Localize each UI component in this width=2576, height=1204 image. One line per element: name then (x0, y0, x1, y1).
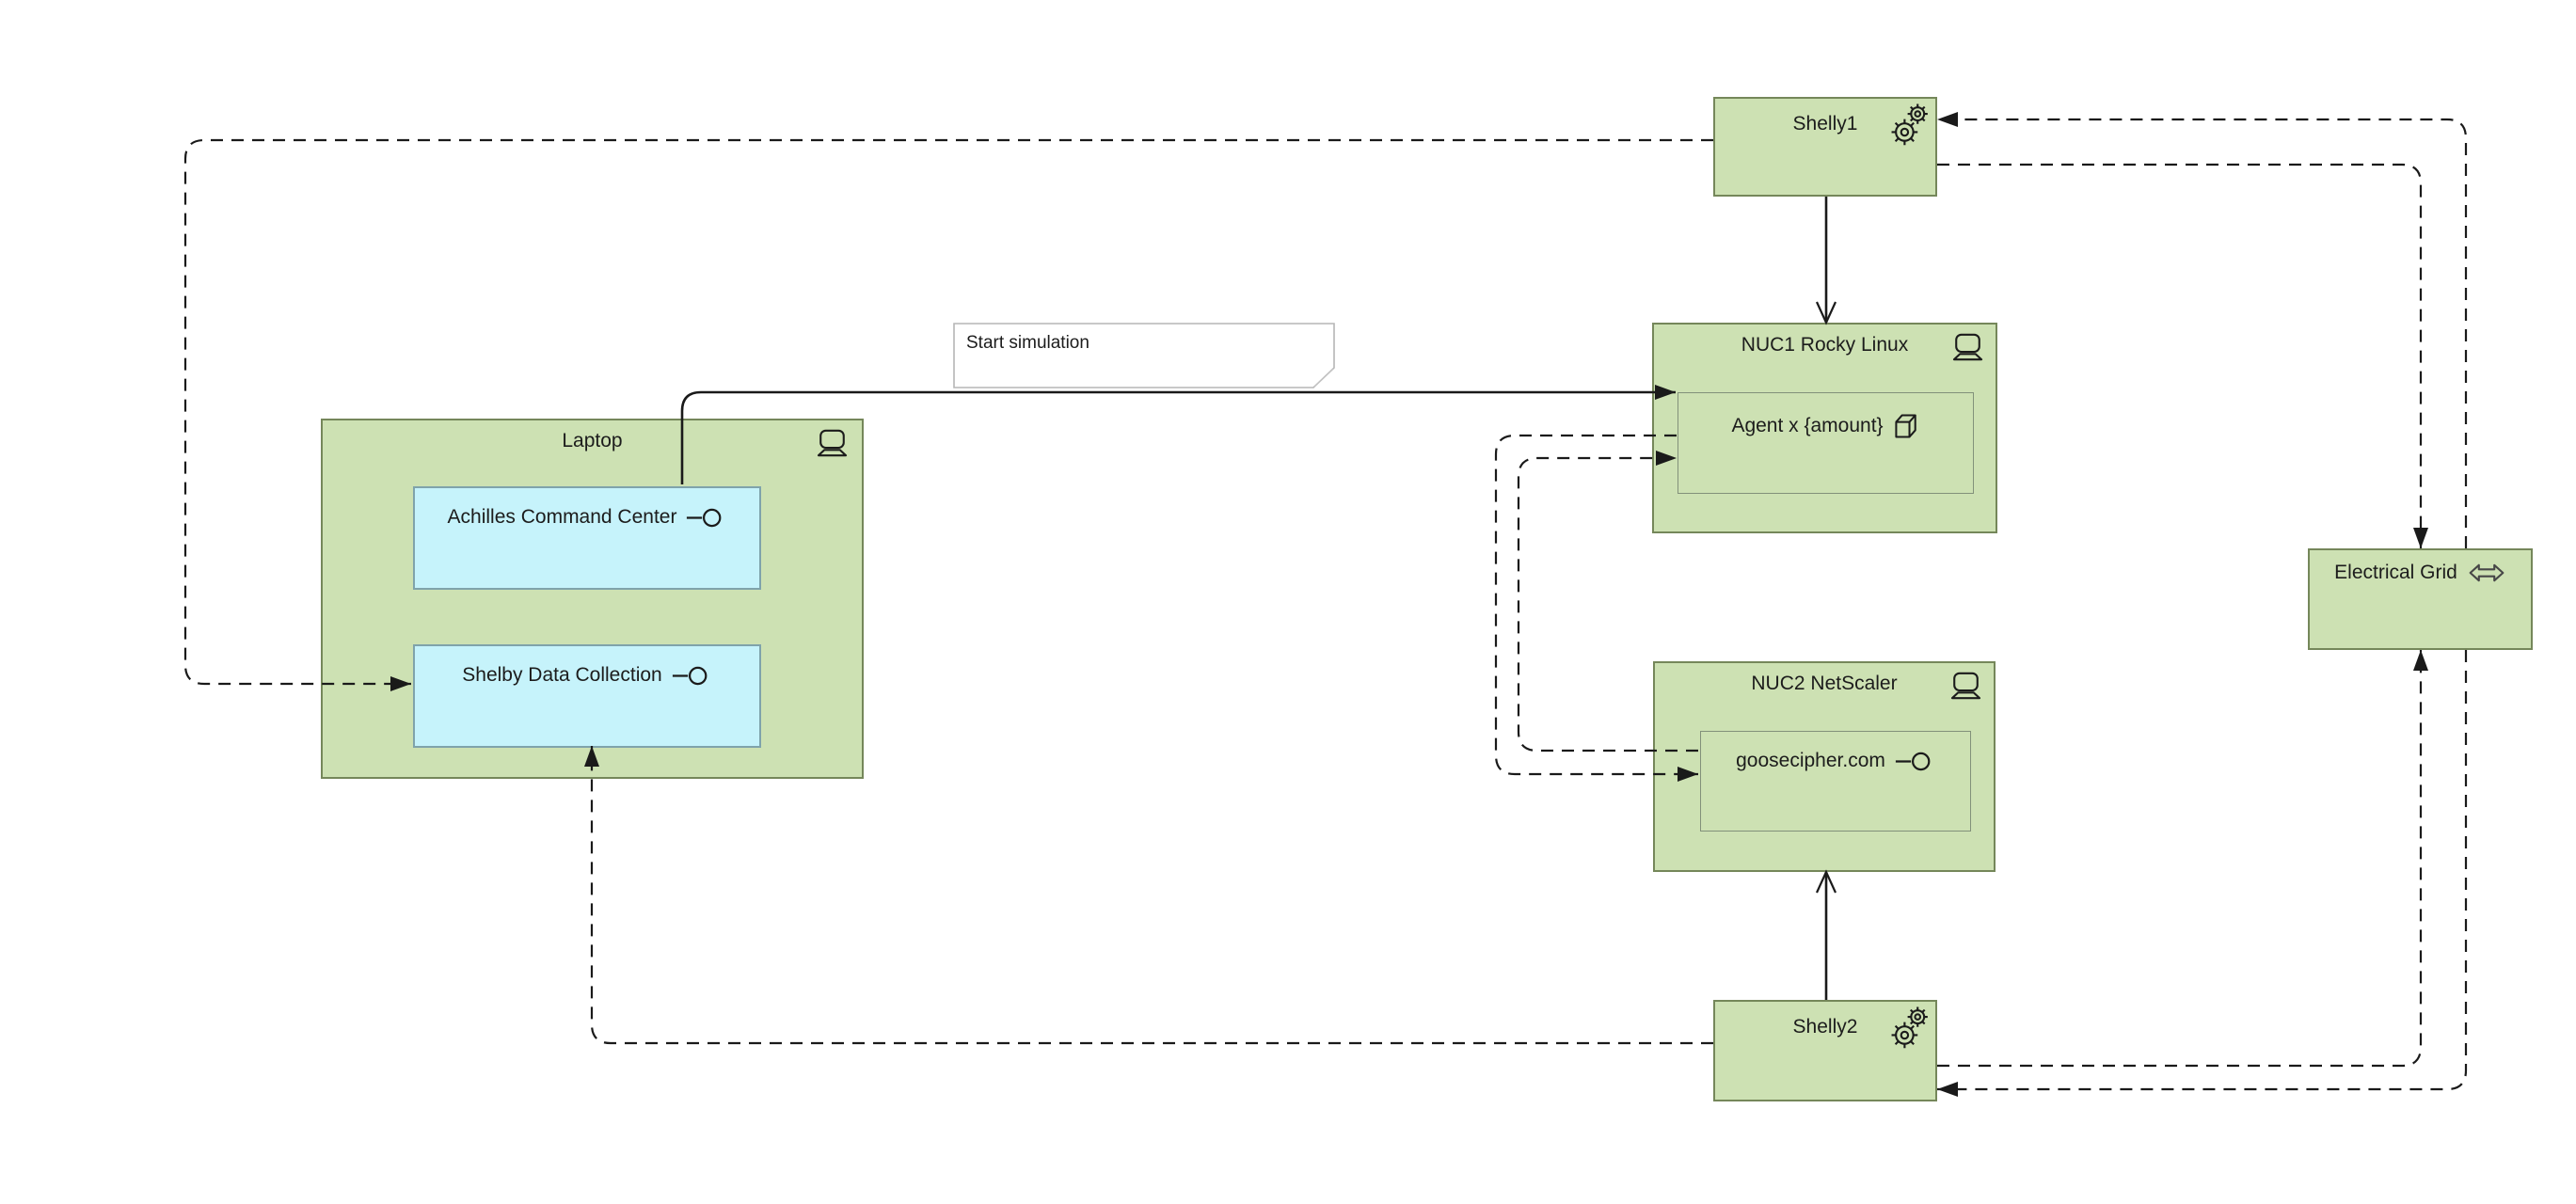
node-shelly2-label: Shelly2 (1792, 1016, 1858, 1038)
network-path-icon (2467, 562, 2506, 584)
node-electrical-grid-label: Electrical Grid (2334, 562, 2457, 583)
node-agent[interactable]: Agent x {amount} (1678, 392, 1974, 494)
node-shelly1-label: Shelly1 (1792, 113, 1858, 135)
connection-grid-to-shelly2[interactable] (1937, 650, 2468, 1097)
device-icon (816, 429, 849, 457)
node-nuc2-label: NUC2 NetScaler (1751, 673, 1898, 694)
note-text: Start simulation (966, 333, 1089, 353)
node-cube-icon (1892, 411, 1920, 441)
node-nuc2[interactable]: NUC2 NetScaler goosecipher.com (1653, 661, 1996, 872)
equipment-gears-icon (1886, 103, 1932, 150)
node-agent-label: Agent x {amount} (1731, 415, 1884, 436)
node-shelby-label: Shelby Data Collection (462, 664, 662, 686)
node-laptop-label: Laptop (562, 430, 623, 452)
interface-lollipop-icon (1894, 751, 1935, 772)
note-start-simulation[interactable]: Start simulation (953, 323, 1335, 388)
node-electrical-grid[interactable]: Electrical Grid (2308, 548, 2533, 650)
node-laptop[interactable]: Laptop Achilles Command Center Shelby Da… (321, 419, 864, 779)
node-nuc1-label: NUC1 Rocky Linux (1741, 334, 1909, 356)
node-shelly2[interactable]: Shelly2 (1713, 1000, 1937, 1101)
node-shelby[interactable]: Shelby Data Collection (413, 644, 761, 748)
device-icon (1949, 672, 1982, 700)
interface-lollipop-icon (685, 507, 726, 529)
node-achilles-label: Achilles Command Center (447, 506, 677, 528)
connection-grid-to-shelly1[interactable] (1937, 112, 2468, 548)
node-goosecipher-label: goosecipher.com (1736, 750, 1885, 771)
connection-shelly1-to-grid[interactable] (1937, 163, 2428, 548)
equipment-gears-icon (1886, 1006, 1932, 1053)
connection-shelly2-to-grid[interactable] (1937, 650, 2428, 1068)
connection-shelly2-to-shelby[interactable] (584, 746, 1713, 1045)
node-achilles[interactable]: Achilles Command Center (413, 486, 761, 590)
node-goosecipher[interactable]: goosecipher.com (1700, 731, 1971, 832)
device-icon (1951, 333, 1984, 361)
node-shelly1[interactable]: Shelly1 (1713, 97, 1937, 197)
node-nuc1[interactable]: NUC1 Rocky Linux Agent x {amount} (1652, 323, 1997, 533)
interface-lollipop-icon (671, 665, 712, 687)
